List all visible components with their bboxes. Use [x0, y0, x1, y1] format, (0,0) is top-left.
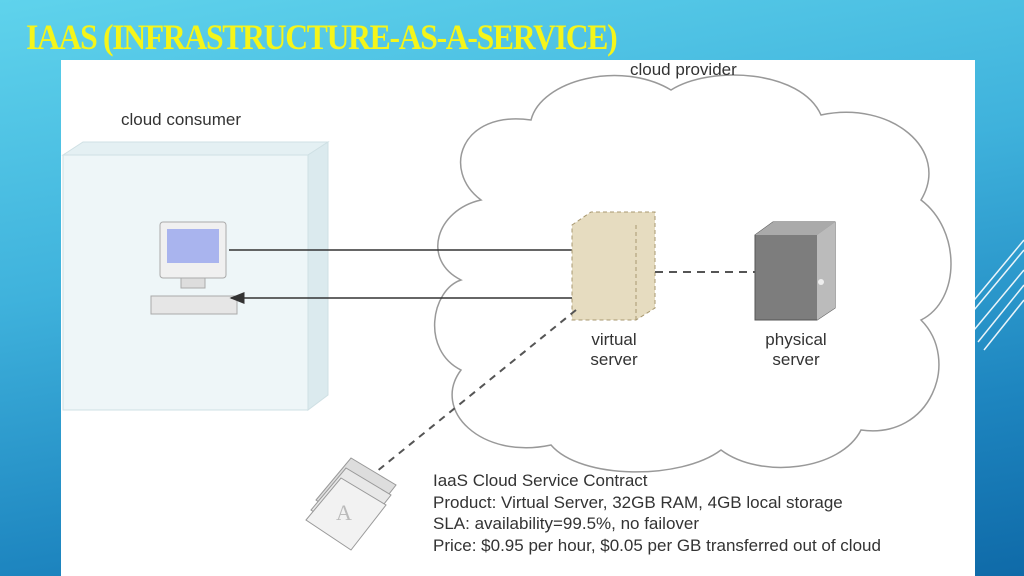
contract-sla: SLA: availability=99.5%, no failover [433, 514, 700, 533]
service-contract: IaaS Cloud Service Contract Product: Vir… [433, 470, 881, 556]
iaas-diagram: A cloud provider cloud consumer virtual … [61, 60, 975, 576]
physical-server-label-line2: server [772, 350, 820, 369]
virtual-server-label-line2: server [590, 350, 638, 369]
workstation-icon [150, 221, 238, 315]
decorative-lines [969, 239, 1024, 351]
contract-link [375, 309, 577, 473]
physical-server-icon [754, 221, 836, 321]
svg-text:A: A [336, 500, 352, 525]
contract-price: Price: $0.95 per hour, $0.05 per GB tran… [433, 535, 881, 555]
virtual-server-label: virtual server [584, 330, 644, 370]
virtual-server-icon [571, 211, 656, 321]
contract-document-icon: A [305, 457, 397, 551]
contract-title: IaaS Cloud Service Contract [433, 471, 648, 490]
physical-server-label: physical server [751, 330, 841, 370]
cloud-provider-shape [434, 74, 952, 473]
physical-server-label-line1: physical [765, 330, 827, 349]
contract-product: Product: Virtual Server, 32GB RAM, 4GB l… [433, 492, 843, 512]
cloud-consumer-label: cloud consumer [121, 110, 242, 129]
virtual-server-label-line1: virtual [591, 330, 637, 349]
cloud-provider-label: cloud provider [630, 60, 737, 79]
slide-title: IAAS (INFRASTRUCTURE-AS-A-SERVICE) [26, 17, 618, 57]
